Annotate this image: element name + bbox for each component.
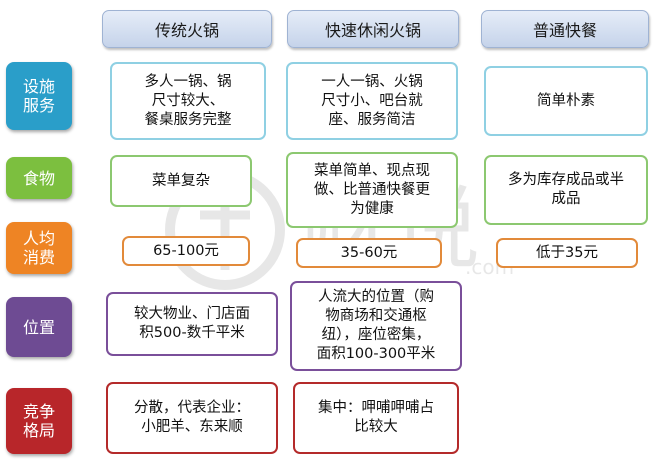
column-header-traditional-hotpot: 传统火锅 <box>102 10 272 48</box>
cell-location-traditional: 较大物业、门店面 积500-数千平米 <box>106 292 278 356</box>
cell-competition-traditional: 分散，代表企业： 小肥羊、东来顺 <box>106 382 278 454</box>
column-header-regular-fastfood: 普通快餐 <box>481 10 649 48</box>
cell-competition-fast-casual: 集中：呷哺呷哺占 比较大 <box>293 382 459 454</box>
row-label-food: 食物 <box>6 157 72 199</box>
row-label-facilities-service: 设施 服务 <box>6 62 72 130</box>
cell-spending-fastfood: 低于35元 <box>496 238 638 268</box>
cell-spending-traditional: 65-100元 <box>122 236 250 266</box>
row-label-competition: 竞争 格局 <box>6 388 72 454</box>
cell-food-fast-casual: 菜单简单、现点现 做、比普通快餐更 为健康 <box>286 152 458 228</box>
column-header-fast-casual-hotpot: 快速休闲火锅 <box>287 10 459 48</box>
cell-spending-fast-casual: 35-60元 <box>296 238 442 268</box>
row-label-per-capita-spending: 人均 消费 <box>6 222 72 274</box>
row-label-location: 位置 <box>6 297 72 357</box>
cell-food-traditional: 菜单复杂 <box>110 155 252 207</box>
cell-facilities-fastfood: 简单朴素 <box>484 66 648 136</box>
cell-food-fastfood: 多为库存成品或半 成品 <box>484 155 648 225</box>
cell-facilities-traditional: 多人一锅、锅 尺寸较大、 餐桌服务完整 <box>110 62 266 140</box>
cell-location-fast-casual: 人流大的位置（购 物商场和交通枢 纽），座位密集， 面积100-300平米 <box>290 281 462 371</box>
cell-facilities-fast-casual: 一人一锅、火锅 尺寸小、吧台就 座、服务简洁 <box>286 62 458 140</box>
